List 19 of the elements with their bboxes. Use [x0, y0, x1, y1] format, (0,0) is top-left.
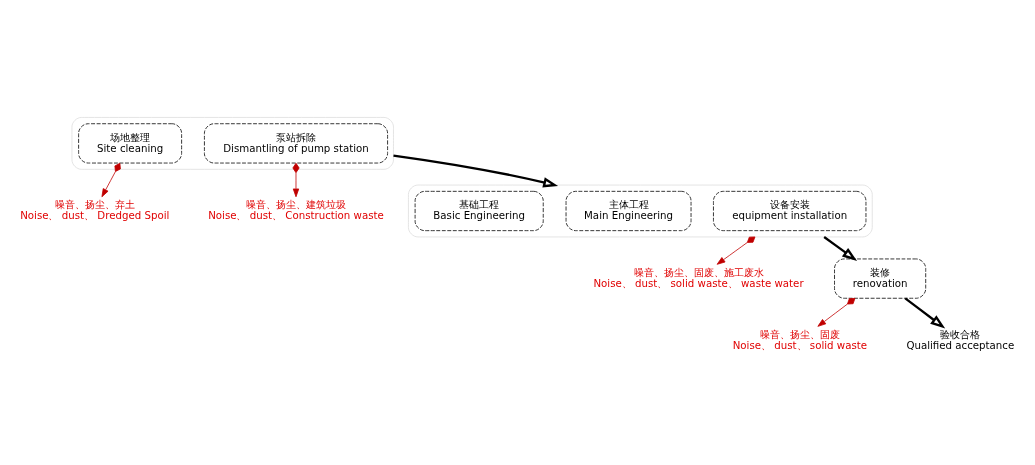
node-box: 场地整理 Site cleaning — [78, 122, 182, 163]
node-box: 主体工程 Main Engineering — [565, 190, 692, 231]
arrow — [904, 296, 946, 329]
node-text: 验收合格 Qualified acceptance — [906, 328, 1015, 351]
node-text: 噪音、扬尘、固废、施工废水 Noise、 dust、 solid waste、 waste water — [593, 266, 804, 289]
node-text: 噪音、扬尘、建筑垃圾 Noise、 dust、 Construction waste — [208, 198, 384, 221]
arrow — [393, 153, 559, 187]
arrow — [716, 236, 756, 265]
arrow — [292, 162, 300, 197]
node-box: 基础工程 Basic Engineering — [414, 190, 544, 231]
node-text: 噪音、扬尘、固废 Noise、 dust、 solid waste — [732, 328, 868, 351]
arrow — [817, 297, 856, 327]
arrow — [101, 162, 121, 197]
cluster — [408, 184, 873, 237]
node-box: 设备安装 equipment installation — [713, 190, 867, 231]
arrow — [823, 235, 858, 261]
node-text: 噪音、扬尘、弃土 Noise、 dust、 Dredged Spoil — [20, 198, 170, 221]
node-box: 泵站拆除 Dismantling of pump station — [204, 122, 388, 163]
node-box: 装修 renovation — [834, 258, 927, 299]
